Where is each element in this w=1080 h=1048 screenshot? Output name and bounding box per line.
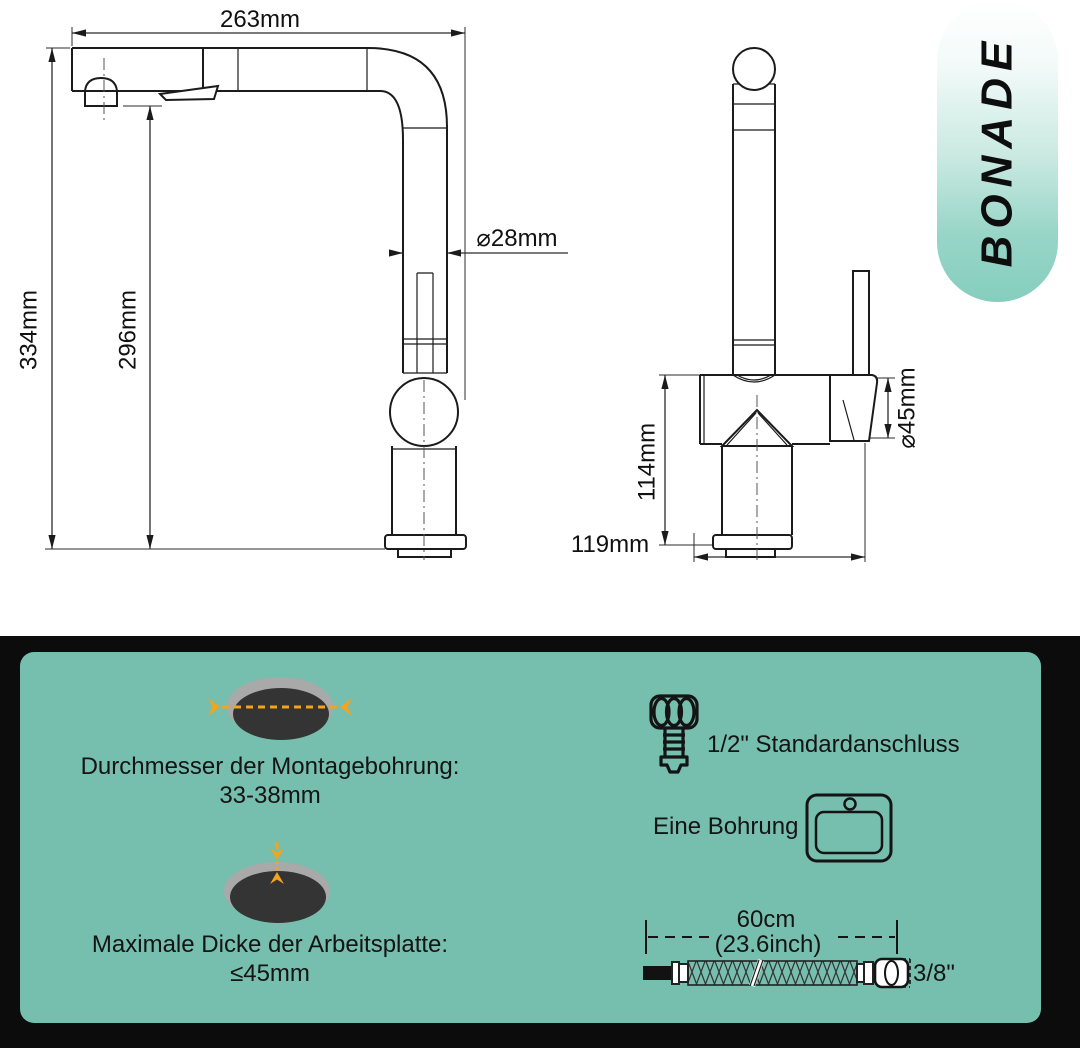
brand-logo-text: BONADE <box>972 34 1022 268</box>
countertop-icon <box>224 842 330 923</box>
base-shank-front <box>725 548 776 558</box>
arrow-up <box>270 872 284 884</box>
brand-logo: BONADE <box>937 0 1058 302</box>
side-view-faucet-outline <box>71 47 467 560</box>
hose-icon <box>643 957 910 989</box>
aerator-head <box>84 90 118 107</box>
thread-bracket <box>902 958 911 988</box>
dim-valve-diameter-label: ⌀45mm <box>894 367 921 448</box>
base-flange-front <box>712 534 793 550</box>
spec-panel: Durchmesser der Montagebohrung: 33-38mm … <box>20 652 1041 1023</box>
technical-drawing: 263mm 334mm 296mm ⌀28mm <box>16 6 921 562</box>
mounting-hole-label: Durchmesser der Montagebohrung: 33-38mm <box>20 752 520 810</box>
hose-thread-label: 3/8" <box>913 960 955 987</box>
countertop-label: Maximale Dicke der Arbeitsplatte: ≤45mm <box>20 930 520 988</box>
arrow-right <box>340 698 352 716</box>
spout-end <box>732 47 776 91</box>
inner-hose <box>416 272 434 373</box>
connection-size-label: 1/2" Standardanschluss <box>707 731 960 758</box>
countertop-label-line1: Maximale Dicke der Arbeitsplatte: <box>91 931 449 958</box>
mounting-hole-icon <box>208 677 352 740</box>
dim-spout-reach-label: 263mm <box>220 6 300 33</box>
spec-section-frame: Durchmesser der Montagebohrung: 33-38mm … <box>0 636 1080 1048</box>
dim-spout-diameter-label: ⌀28mm <box>476 225 557 252</box>
dim-spout-height-label: 296mm <box>115 290 142 370</box>
dim-body-height-label: 114mm <box>634 423 661 501</box>
base-flange <box>384 534 467 550</box>
arrow-left <box>208 698 220 716</box>
hose-length-inch-label: (23.6inch) <box>715 931 822 958</box>
front-view-drawing: 114mm 119mm ⌀45mm <box>571 47 921 562</box>
arrow-down <box>270 848 284 860</box>
handle-lever <box>852 270 870 376</box>
dim-total-height-label: 334mm <box>16 290 43 370</box>
hole-count-label: Eine Bohrung <box>653 813 799 840</box>
sink-icon <box>805 793 893 863</box>
mounting-hole-label-line2: 33-38mm <box>219 782 321 809</box>
connector-icon <box>649 694 699 774</box>
hose-length-cm-label: 60cm <box>737 906 796 933</box>
front-view-faucet-outline <box>699 47 879 560</box>
pullout-clip <box>157 84 220 102</box>
hose-diagram: 60cm (23.6inch) 3/8" <box>643 906 955 989</box>
dim-base-width-label: 119mm <box>571 531 649 558</box>
countertop-label-line2: ≤45mm <box>230 960 310 987</box>
mounting-hole-label-line1: Durchmesser der Montagebohrung: <box>80 753 460 780</box>
valve-body <box>829 374 879 442</box>
side-view-drawing: 263mm 334mm 296mm ⌀28mm <box>16 6 568 560</box>
